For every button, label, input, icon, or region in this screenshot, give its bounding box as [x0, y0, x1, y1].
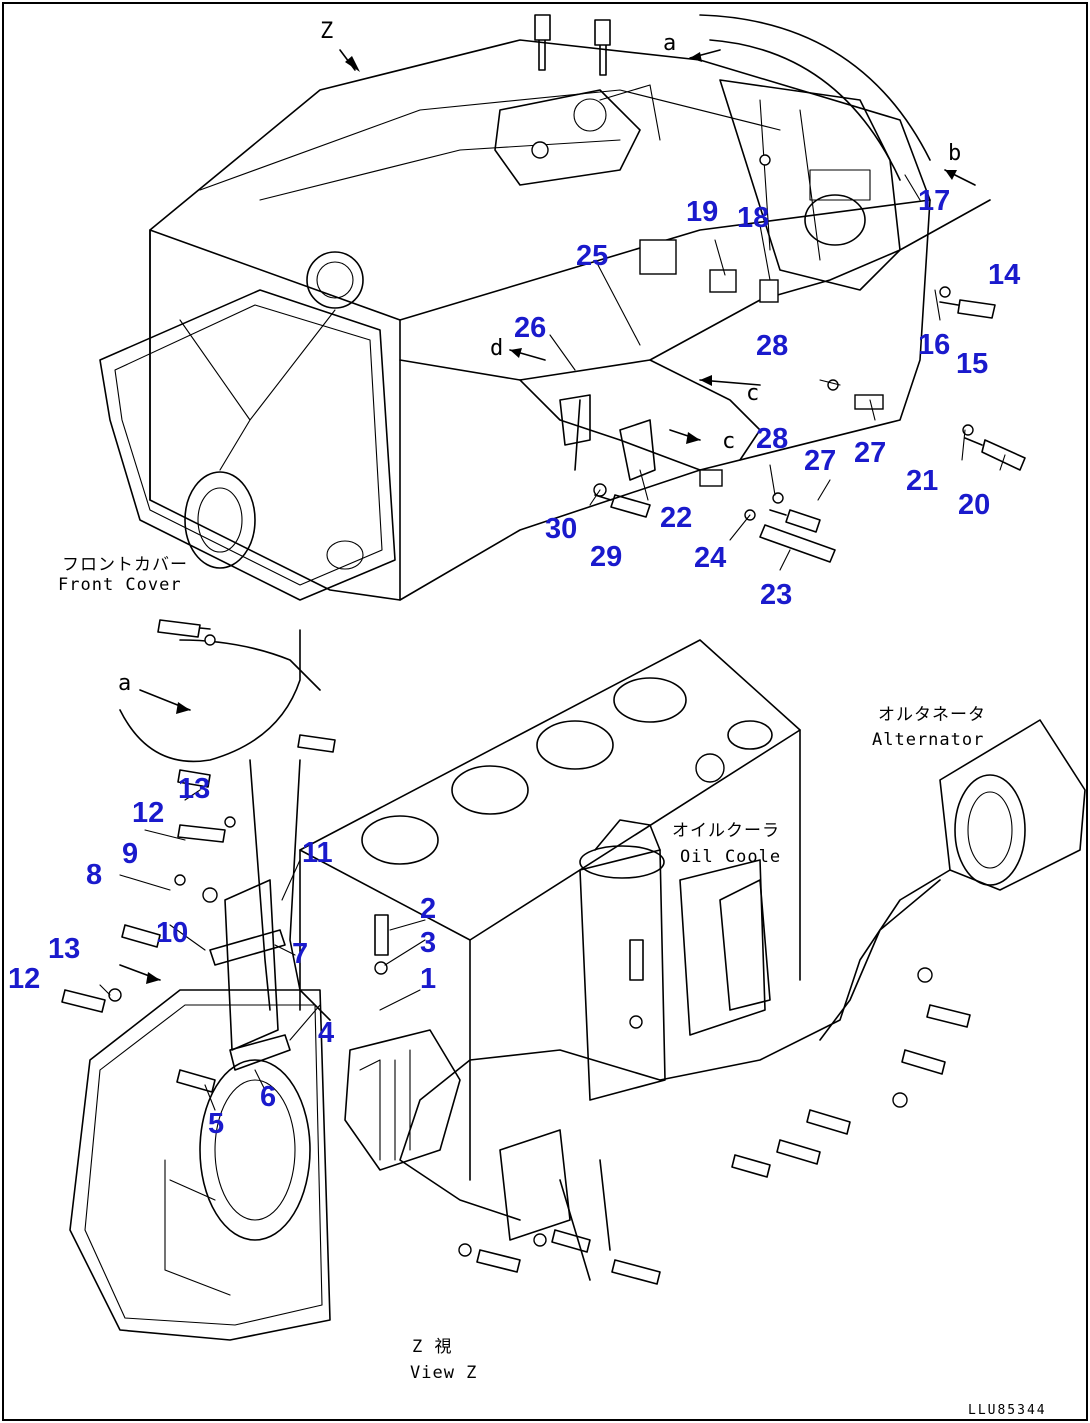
callout-17: 17 [918, 185, 950, 217]
callout-8: 8 [86, 859, 102, 891]
arrow-letter-c-upper-1: c [746, 381, 759, 406]
callout-20: 20 [958, 489, 990, 521]
callout-27-right: 27 [854, 437, 886, 469]
view-caption-jp: Z 視 [412, 1337, 452, 1357]
callout-25: 25 [576, 240, 608, 272]
callout-6: 6 [260, 1081, 276, 1113]
front-cover-jp: フロントカバー [62, 555, 188, 575]
callout-10: 10 [156, 917, 188, 949]
view-arrow-letter: Z [320, 19, 333, 44]
callout-12-upper: 12 [132, 797, 164, 829]
arrow-letter-b: b [948, 141, 961, 166]
arrow-letter-a-lower: a [118, 671, 131, 696]
callout-29: 29 [590, 541, 622, 573]
callout-24: 24 [694, 542, 726, 574]
arrow-letter-a-upper: a [663, 31, 676, 56]
callout-11: 11 [302, 837, 333, 869]
callout-13-upper: 13 [178, 773, 210, 805]
bolt-group-lower [61, 619, 971, 1285]
callout-21: 21 [906, 465, 938, 497]
part-number-callouts: 1 2 3 4 5 6 7 8 9 10 11 12 12 13 13 14 1… [8, 185, 1020, 1140]
lower-engine-drawing [61, 619, 1086, 1341]
callout-2: 2 [420, 893, 436, 925]
oil-cooler-en: Oil Coole [680, 847, 781, 867]
callout-9: 9 [122, 838, 138, 870]
oil-cooler-jp: オイルクーラ [672, 821, 780, 841]
callout-27-left: 27 [804, 445, 836, 477]
callout-5: 5 [208, 1108, 224, 1140]
arrow-letter-d: d [490, 336, 503, 361]
front-cover-en: Front Cover [58, 575, 182, 595]
upper-engine-drawing [99, 14, 1026, 601]
arrow-letter-c-upper-2: c [722, 429, 735, 454]
view-caption-en: View Z [410, 1363, 477, 1383]
callout-13-lower: 13 [48, 933, 80, 965]
callout-12-lower: 12 [8, 963, 40, 995]
callout-16: 16 [918, 329, 950, 361]
callout-7: 7 [292, 938, 308, 970]
callout-3: 3 [420, 927, 436, 959]
callout-14: 14 [988, 259, 1020, 291]
captions: フロントカバー Front Cover オルタネータ Alternator オイ… [58, 555, 1047, 1418]
callout-15: 15 [956, 348, 988, 380]
callout-26: 26 [514, 312, 546, 344]
callout-1: 1 [420, 963, 436, 995]
callout-23: 23 [760, 579, 792, 611]
callout-18: 18 [737, 202, 769, 234]
callout-30: 30 [545, 513, 577, 545]
drawing-number: LLU85344 [968, 1403, 1047, 1418]
callout-4: 4 [318, 1017, 334, 1049]
alternator-jp: オルタネータ [878, 705, 986, 725]
alternator-en: Alternator [872, 730, 984, 750]
arrow-letters: a b c d a c Z [118, 19, 961, 696]
callout-28-lower: 28 [756, 423, 788, 455]
callout-19: 19 [686, 196, 718, 228]
callout-28-upper: 28 [756, 330, 788, 362]
callout-22: 22 [660, 502, 692, 534]
